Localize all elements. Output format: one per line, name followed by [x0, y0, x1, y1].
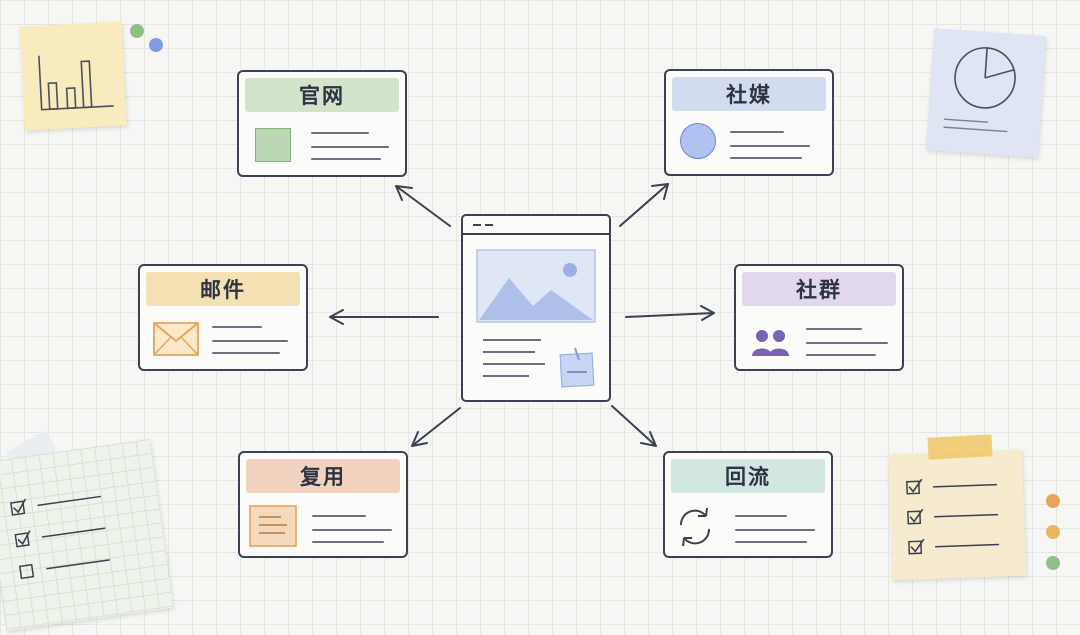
square-thumbnail-icon [255, 128, 291, 162]
mountain-image-icon [479, 278, 593, 320]
card-title: 邮件 [146, 272, 300, 306]
people-icon [752, 330, 789, 356]
card-title: 社媒 [672, 77, 826, 111]
decor-dot-yellow [1046, 525, 1060, 539]
card-website: 官网 [237, 70, 407, 177]
bar-chart-icon [38, 55, 114, 111]
circle-avatar-icon [680, 123, 716, 159]
arrow-to-community [625, 305, 715, 321]
arrow-to-traffic-return [611, 405, 657, 447]
envelope-icon [153, 322, 199, 356]
decor-dot-green [130, 24, 144, 38]
sticky-note-checklist-left [0, 439, 174, 631]
checklist-icon [906, 478, 1000, 555]
arrow-to-reuse [411, 407, 461, 447]
card-title: 复用 [246, 459, 400, 493]
card-email: 邮件 [138, 264, 308, 371]
browser-window-icon [463, 224, 609, 388]
content-hub-browser [461, 214, 611, 402]
arrow-to-website [395, 185, 451, 227]
sticky-note-icon [559, 352, 595, 388]
card-traffic-return: 回流 [663, 451, 833, 558]
arrow-to-social-media [619, 183, 669, 227]
card-title: 官网 [245, 78, 399, 112]
checklist-icon [10, 495, 110, 580]
connector-arrows [329, 183, 715, 447]
decor-dot-green [1046, 556, 1060, 570]
card-social-media: 社媒 [664, 69, 834, 176]
card-community: 社群 [734, 264, 904, 371]
sticky-note-checklist-right [887, 449, 1027, 581]
decor-dot-blue [149, 38, 163, 52]
document-icon [249, 505, 297, 547]
sticky-note-bar-chart [19, 21, 127, 131]
pie-chart-icon [943, 47, 1016, 133]
arrow-to-email [329, 309, 439, 325]
sun-icon [563, 263, 577, 277]
card-title: 回流 [671, 459, 825, 493]
refresh-cycle-icon [679, 507, 711, 547]
decor-dot-orange [1046, 494, 1060, 508]
card-title: 社群 [742, 272, 896, 306]
decorations [0, 21, 1060, 631]
sticky-note-pie-chart [925, 28, 1047, 158]
card-reuse: 复用 [238, 451, 408, 558]
